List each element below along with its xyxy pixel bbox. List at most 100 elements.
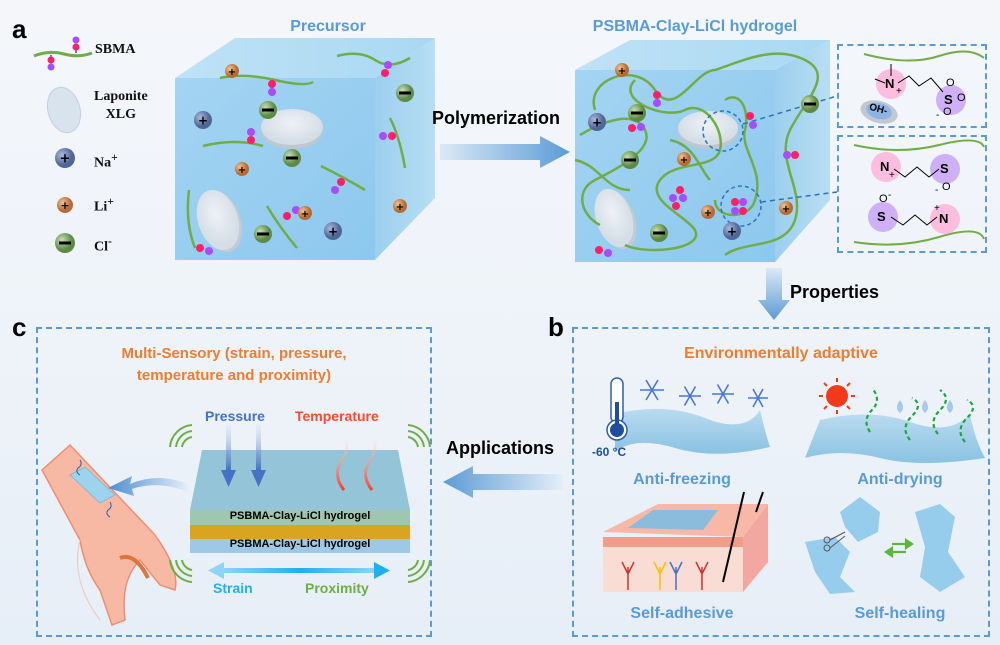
sodium-ion-icon: + xyxy=(55,148,75,168)
proximity-wave-icons xyxy=(169,424,431,583)
svg-text:+: + xyxy=(228,67,236,78)
polymerization-arrow-icon xyxy=(440,136,570,168)
laponite-label-line2: XLG xyxy=(105,107,137,122)
properties-label: Properties xyxy=(790,282,880,302)
layer-bottom xyxy=(190,539,410,553)
scissors-icon xyxy=(823,531,846,552)
svg-text:+: + xyxy=(727,225,737,239)
self-healing-label: Self-healing xyxy=(854,605,946,622)
svg-text:+: + xyxy=(238,165,246,176)
oxygen-atom: O xyxy=(879,193,888,205)
lithium-ion: + xyxy=(225,64,239,78)
legend-label-chloride: Cl- xyxy=(94,235,112,256)
cube-side-face xyxy=(375,38,435,260)
svg-text:+: + xyxy=(782,204,790,215)
pressure-arrow-icons xyxy=(221,425,266,487)
chloride-ion xyxy=(396,84,414,102)
anti-freezing-label: Anti-freezing xyxy=(633,471,731,488)
self-adhesive-label: Self-adhesive xyxy=(630,605,734,622)
legend-label-sodium: Na+ xyxy=(94,151,118,172)
anti-freezing-illustration xyxy=(606,377,770,454)
applications-arrow-icon xyxy=(443,466,563,498)
wearable-sensor xyxy=(69,466,116,504)
svg-text:+: + xyxy=(592,116,602,130)
chloride-ion xyxy=(650,224,668,242)
cube-top-face xyxy=(575,40,830,70)
nitrogen-charge: + xyxy=(889,170,895,181)
nitrogen-atom: N xyxy=(885,76,895,91)
oxygen-charge: - xyxy=(935,185,939,196)
strain-arrow-icon xyxy=(208,562,390,579)
lithium-ion: + xyxy=(779,201,793,215)
chloride-ion-icon xyxy=(55,233,75,253)
layer-top xyxy=(190,510,410,525)
thermometer-icon xyxy=(606,377,628,441)
zoom-line-bottom xyxy=(760,191,838,203)
hand-with-sensor-illustration xyxy=(41,443,177,626)
svg-text:+: + xyxy=(60,152,71,167)
heat-wave-icons xyxy=(336,429,377,491)
chloride-charge: - xyxy=(108,235,112,248)
chloride-ion xyxy=(259,101,277,119)
lithium-ion: + xyxy=(393,199,407,213)
zoom-circle-top xyxy=(702,110,744,152)
laponite-disc-icon xyxy=(46,86,82,134)
lithium-ion: + xyxy=(615,63,629,77)
panel-b-letter: b xyxy=(548,312,564,342)
layer-top-label: PSBMA-Clay-LiCl hydrogel xyxy=(229,510,371,522)
layer-electrode xyxy=(190,525,410,539)
sulfur-atom: S xyxy=(944,92,953,107)
sulfur-atom: S xyxy=(877,209,886,224)
healing-arrows-icon xyxy=(884,537,914,559)
sulfur-atom: S xyxy=(940,161,949,176)
lithium-ion: + xyxy=(298,206,312,220)
water-droplet-icons xyxy=(897,400,953,413)
sodium-label: Na xyxy=(94,155,112,171)
nitrogen-atom: N xyxy=(939,211,949,226)
svg-text:+: + xyxy=(198,114,208,128)
sbma-pendant-groups xyxy=(196,61,396,255)
self-healing-illustration xyxy=(805,497,965,594)
panel-a-letter: a xyxy=(12,14,27,44)
inset-hydroxide-interaction: N + S O O O - OH- xyxy=(837,44,987,128)
oxygen-atom: O xyxy=(942,181,951,193)
svg-text:+: + xyxy=(328,225,338,239)
chloride-ion xyxy=(283,149,301,167)
zoom-line-top xyxy=(742,95,838,125)
sbma-chain-icon xyxy=(33,36,93,71)
panel-b-box xyxy=(572,327,990,637)
multi-sensory-title: Multi-Sensory (strain, pressure, tempera… xyxy=(36,343,432,387)
svg-text:+: + xyxy=(618,66,626,77)
hydrogel-cube: + + + + + + xyxy=(574,40,838,262)
cube-side-face xyxy=(775,40,830,262)
panel-c-box xyxy=(36,327,432,637)
anti-drying-label: Anti-drying xyxy=(857,471,943,488)
oxygen-atom: O xyxy=(957,92,966,104)
applications-label: Applications xyxy=(446,438,555,458)
sodium-ion: + xyxy=(324,222,342,240)
nitrogen-charge: + xyxy=(934,203,940,214)
anti-drying-illustration xyxy=(805,378,985,463)
oxygen-charge: - xyxy=(936,110,940,121)
nitrogen-charge: + xyxy=(896,86,902,97)
precursor-cube: + + + + + + xyxy=(175,38,435,260)
lithium-ion: + xyxy=(677,152,691,166)
sensor-device-illustration xyxy=(169,424,431,583)
svg-text:+: + xyxy=(60,199,69,212)
sbma-pendant-groups xyxy=(595,91,799,257)
snowflake-icons xyxy=(640,379,768,408)
sodium-ion: + xyxy=(723,222,741,240)
polymerization-label: Polymerization xyxy=(432,108,561,128)
temperature-label: Temperature xyxy=(295,408,379,424)
svg-text:+: + xyxy=(704,208,712,219)
svg-text:+: + xyxy=(396,202,404,213)
evaporation-arrows-icon xyxy=(865,387,975,443)
sodium-charge: + xyxy=(111,151,118,164)
chloride-ion xyxy=(254,225,272,243)
svg-text:+: + xyxy=(680,155,688,166)
precursor-title: Precursor xyxy=(290,18,366,35)
temperature-reading: -60 °C xyxy=(592,445,627,459)
lithium-ion: + xyxy=(235,162,249,176)
layer-bottom-label: PSBMA-Clay-LiCl hydrogel xyxy=(229,538,371,550)
inset-ion-pair-interaction: N + S O - S O - N + xyxy=(837,135,987,253)
